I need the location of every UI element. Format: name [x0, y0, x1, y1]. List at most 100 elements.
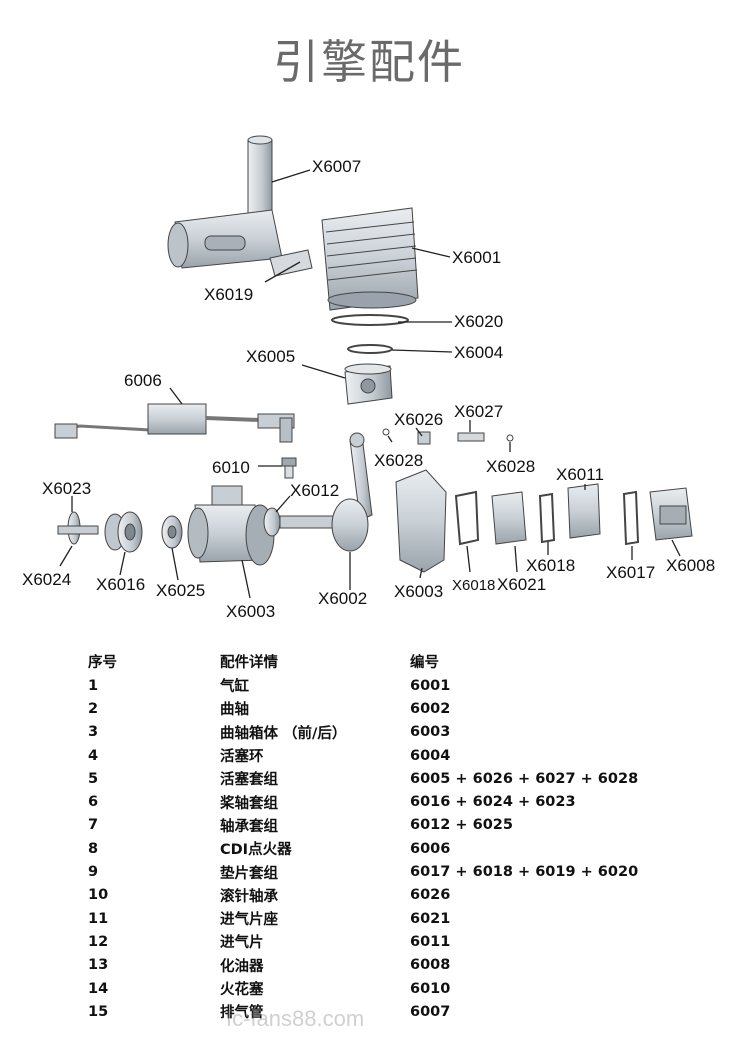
- label-cylinder: X6001: [452, 248, 501, 267]
- label-piston-ring: X6004: [454, 343, 503, 362]
- label-crankcase-rear: X6003: [394, 582, 443, 601]
- table-row: 5 活塞套组 6005 + 6026 + 6027 + 6028: [88, 767, 670, 790]
- row-code: 6011: [410, 933, 451, 950]
- piston-shape: [344, 363, 393, 405]
- row-number: 15: [88, 1003, 109, 1020]
- bearing-shape: [263, 507, 281, 537]
- row-description: 进气片: [220, 935, 264, 952]
- row-code: 6002: [410, 700, 451, 717]
- label-bearing: X6012: [290, 481, 339, 500]
- row-number: 3: [88, 724, 99, 741]
- exhaust-gasket-shape: [269, 249, 313, 277]
- label-exhaust-pipe: X6007: [312, 157, 361, 176]
- row-number: 4: [88, 747, 99, 764]
- table-row: 6 桨轴套组 6016 + 6024 + 6023: [88, 790, 670, 813]
- row-code: 6021: [410, 910, 451, 927]
- circlip-left-shape: [382, 428, 390, 436]
- table-header-row: 序号 配件详情 编号: [88, 648, 670, 674]
- row-code: 6026: [410, 887, 451, 904]
- row-description: 化油器: [220, 958, 264, 975]
- row-number: 6: [88, 794, 99, 811]
- row-number: 9: [88, 864, 99, 881]
- row-code: 6006: [410, 840, 451, 857]
- label-reed-gasket-a: X6018: [452, 577, 495, 594]
- reed-valve-shape: [567, 483, 601, 539]
- crankcase-rear-shape: [395, 469, 447, 573]
- row-description: 气缸: [220, 679, 249, 696]
- row-code: 6010: [410, 980, 451, 997]
- row-description: 进气片座: [220, 912, 278, 929]
- reed-gasket-b-shape: [538, 492, 556, 544]
- row-number: 12: [88, 933, 109, 950]
- piston-ring-shape: [347, 344, 393, 354]
- spark-plug-shape: [281, 457, 297, 479]
- page-title: 引擎配件: [273, 35, 465, 89]
- row-number: 5: [88, 770, 99, 787]
- label-prop-washer: X6023: [42, 479, 91, 498]
- carburetor-shape: [649, 487, 693, 541]
- piston-pin-shape: [457, 432, 485, 442]
- label-carburetor: X6008: [666, 556, 715, 575]
- label-circlip-left: X6028: [374, 451, 423, 470]
- table-row: 13 化油器 6008: [88, 954, 670, 977]
- row-number: 8: [88, 840, 99, 857]
- row-code: 6012 + 6025: [410, 817, 513, 834]
- cdi-ignition-shape: [54, 403, 295, 443]
- row-description: 轴承套组: [220, 818, 278, 835]
- header-description: 配件详情: [220, 654, 278, 671]
- row-description: 活塞套组: [220, 772, 278, 789]
- carb-gasket-shape: [622, 490, 640, 546]
- label-exhaust-gasket: X6019: [204, 285, 253, 304]
- row-description: 桨轴套组: [220, 795, 278, 812]
- row-number: 13: [88, 957, 109, 974]
- label-piston: X6005: [246, 347, 295, 366]
- bearing-ring-shape: [161, 515, 183, 549]
- label-needle-bearing: X6026: [394, 410, 443, 429]
- label-crankshaft: X6002: [318, 589, 367, 608]
- crankshaft-shape: [279, 432, 373, 552]
- label-circlip-right: X6028: [486, 457, 535, 476]
- cylinder-gasket-shape: [331, 314, 409, 326]
- table-row: 12 进气片 6011: [88, 930, 670, 953]
- reed-gasket-a-shape: [454, 490, 480, 546]
- row-code: 6001: [410, 677, 451, 694]
- label-prop-hub: X6016: [96, 575, 145, 594]
- row-code: 6003: [410, 724, 451, 741]
- row-description: 排气管: [220, 1005, 264, 1022]
- label-prop-nut: X6024: [22, 570, 71, 589]
- label-reed-gasket-b: X6018: [526, 556, 575, 575]
- label-piston-pin: X6027: [454, 402, 503, 421]
- row-code: 6017 + 6018 + 6019 + 6020: [410, 864, 639, 881]
- leader-lines: [59, 169, 681, 599]
- label-reed-valve: X6011: [556, 465, 604, 484]
- table-row: 4 活塞环 6004: [88, 744, 670, 767]
- row-description: 滚针轴承: [220, 888, 278, 905]
- exploded-engine-diagram: X6007 X6001 X6019 X6020 X6004 X6005 6006…: [22, 135, 715, 621]
- row-description: 垫片套组: [220, 865, 278, 882]
- watermark: fc-fans88.com: [226, 1006, 365, 1031]
- row-description: 火花塞: [220, 982, 264, 998]
- row-number: 2: [88, 700, 99, 717]
- row-description: 活塞环: [220, 749, 264, 766]
- row-code: 6016 + 6024 + 6023: [410, 794, 576, 811]
- cylinder-shape: [321, 207, 419, 311]
- row-number: 11: [88, 910, 109, 927]
- exhaust-pipe-shape: [167, 135, 283, 269]
- circlip-right-shape: [506, 434, 514, 442]
- table-row: 11 进气片座 6021: [88, 907, 670, 930]
- row-code: 6005 + 6026 + 6027 + 6028: [410, 770, 639, 787]
- row-code: 6007: [410, 1003, 451, 1020]
- row-description: 曲轴箱体 （前/后）: [220, 725, 347, 742]
- label-crankcase-front: X6003: [226, 602, 275, 621]
- row-code: 6008: [410, 957, 451, 974]
- label-reed-block: X6021: [497, 575, 546, 594]
- row-code: 6004: [410, 747, 451, 764]
- label-cylinder-gasket: X6020: [454, 312, 503, 331]
- reed-block-shape: [491, 491, 527, 545]
